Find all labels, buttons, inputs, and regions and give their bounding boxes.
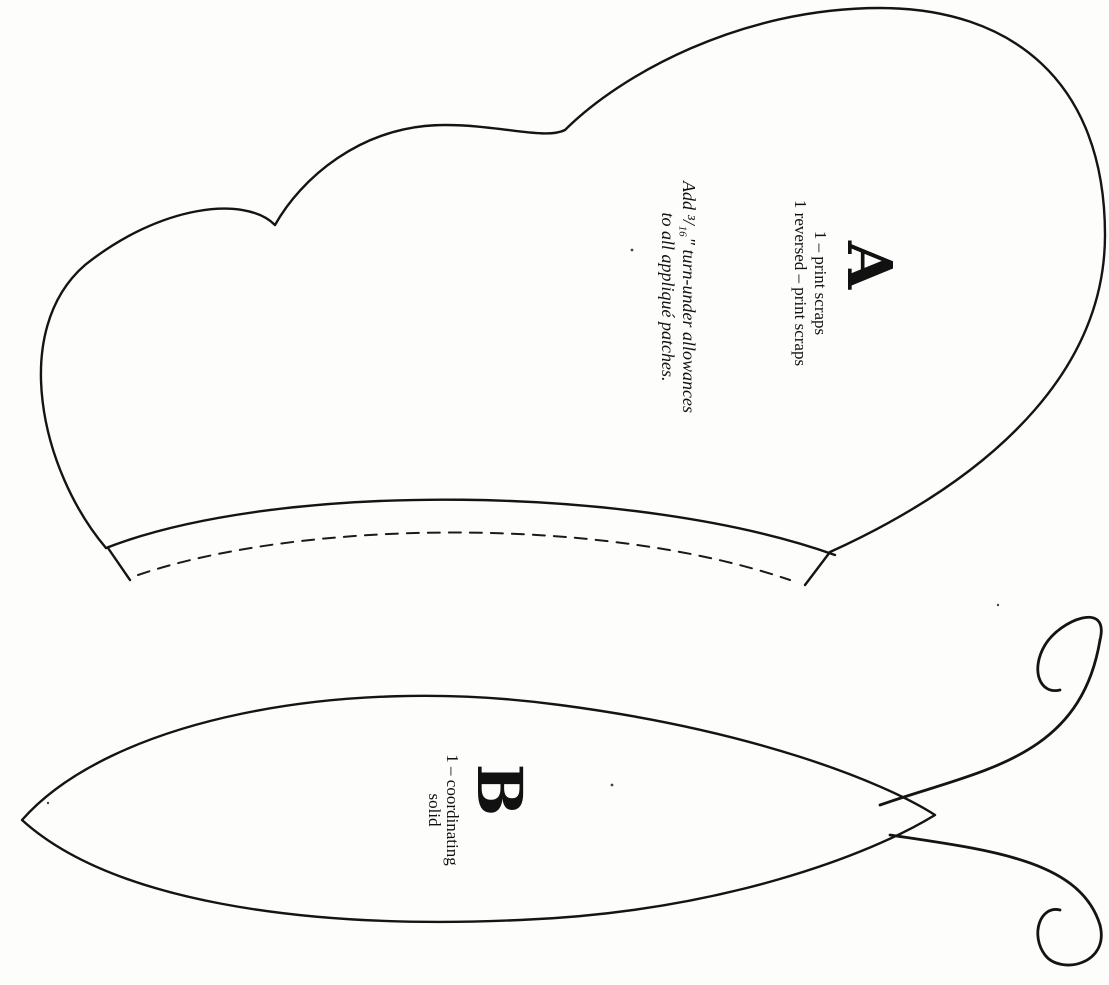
antenna-upper-curl xyxy=(1036,615,1103,692)
piece-a-letter: A xyxy=(833,240,906,290)
speck xyxy=(630,248,634,252)
wing-piece-b xyxy=(20,694,937,924)
speck xyxy=(46,801,50,805)
piece-b-quantity: 1 – coordinating xyxy=(443,754,462,866)
antenna-upper xyxy=(878,638,1102,807)
piece-a-quantity: 1 – print scraps xyxy=(811,231,830,335)
antenna-lower xyxy=(888,833,1102,927)
piece-b-letter: B xyxy=(463,764,536,816)
piece-a-reversed: 1 reversed – print scraps xyxy=(791,200,810,366)
speck xyxy=(610,783,614,787)
wing-a-outline xyxy=(39,6,1107,587)
antennae xyxy=(878,615,1103,967)
allowance-note-line2: to all appliqué patches. xyxy=(658,213,678,382)
wing-a-base-line xyxy=(104,498,837,557)
allowance-note-line1: Add ³/₁₆" turn-under allowances xyxy=(679,180,699,413)
speck xyxy=(996,603,1000,607)
wing-a-lower-edge xyxy=(106,546,132,582)
piece-b-fabric: solid xyxy=(425,793,444,827)
wing-piece-a xyxy=(39,6,1107,587)
wing-a-placement-line xyxy=(137,531,791,581)
antenna-lower-curl xyxy=(1036,908,1103,967)
wing-b-outline xyxy=(20,694,937,924)
